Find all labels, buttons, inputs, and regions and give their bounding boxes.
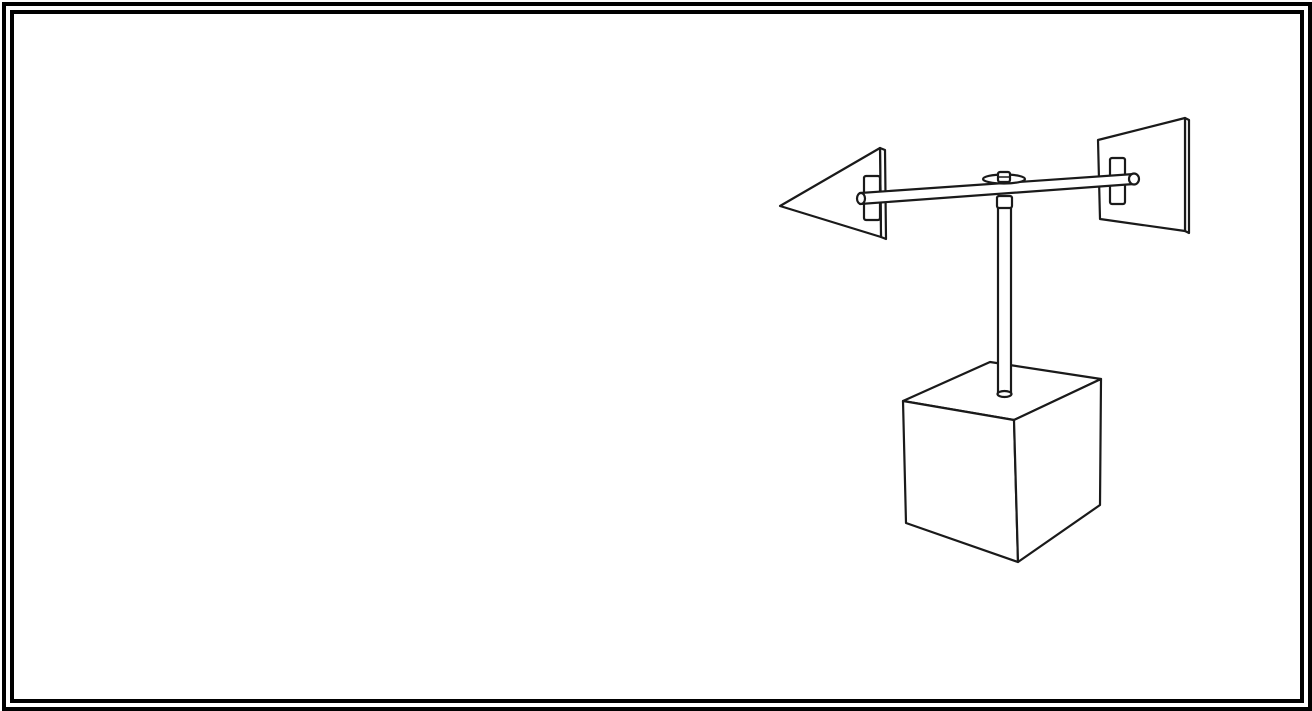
pole-shaft bbox=[996, 204, 1013, 397]
pole bbox=[995, 194, 1014, 399]
pivot bbox=[981, 170, 1027, 185]
tail-fin bbox=[1096, 116, 1191, 235]
pole-foot bbox=[996, 389, 1013, 399]
base-block bbox=[901, 360, 1103, 564]
pole-collar bbox=[995, 194, 1014, 210]
arm-end-cap bbox=[1127, 172, 1141, 186]
base-block-side bbox=[1012, 377, 1103, 564]
horizontal-arm bbox=[855, 172, 1141, 206]
base-block-front bbox=[901, 399, 1020, 564]
inner-border bbox=[10, 10, 1304, 703]
arm-start-cap bbox=[855, 191, 867, 206]
